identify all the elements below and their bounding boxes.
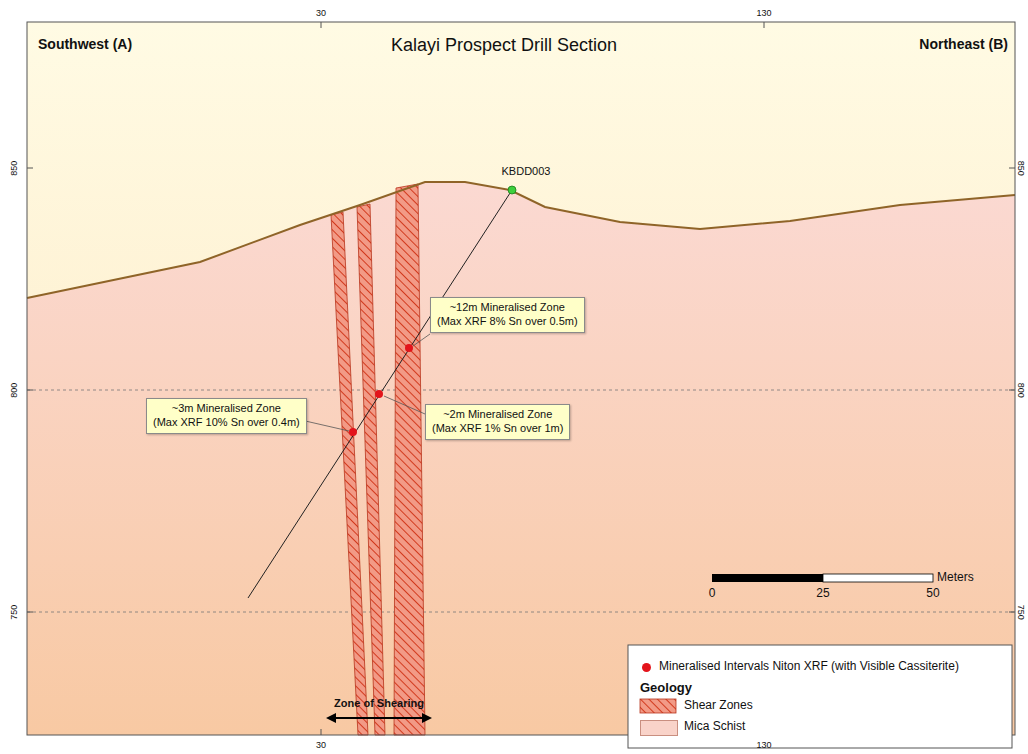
- axis-number: 30: [316, 740, 326, 750]
- callout-box: ~12m Mineralised Zone(Max XRF 8% Sn over…: [430, 297, 585, 333]
- hole-name: KBDD003: [502, 165, 551, 178]
- callout-box: ~3m Mineralised Zone(Max XRF 10% Sn over…: [146, 398, 307, 434]
- mineralised-points: [349, 344, 413, 436]
- axis-number: 130: [756, 740, 771, 750]
- direction-label: Southwest (A): [38, 36, 132, 52]
- callout-text: ~3m Mineralised Zone: [153, 402, 300, 416]
- drill-trace: [248, 190, 512, 598]
- scale-bar: [712, 574, 933, 582]
- legend-text: Shear Zones: [684, 699, 753, 713]
- axis-number: 30: [316, 8, 326, 18]
- scale-number: 50: [926, 587, 939, 601]
- legend-swatch: [640, 720, 678, 736]
- sky: [27, 22, 1015, 735]
- legend-swatch: [642, 663, 651, 672]
- shear-zones: [331, 184, 425, 735]
- legend-heading: Geology: [640, 681, 692, 696]
- grid-line: [27, 390, 1015, 391]
- axis-number: 750: [1016, 604, 1026, 619]
- scale-number: 0: [709, 587, 716, 601]
- scale-unit: Meters: [937, 571, 974, 585]
- ground-surface: [27, 182, 1015, 298]
- axis-number: 800: [10, 382, 20, 397]
- collar-point: [508, 186, 516, 194]
- axis-number: 850: [10, 160, 20, 175]
- callout-text: ~12m Mineralised Zone: [437, 301, 578, 315]
- axis-number: 850: [1016, 160, 1026, 175]
- axis-number: 750: [10, 604, 20, 619]
- diagram-title: Kalayi Prospect Drill Section: [391, 35, 617, 56]
- legend-box: [628, 645, 1012, 748]
- callout-text: (Max XRF 1% Sn over 1m): [432, 422, 563, 436]
- leader-lines: [301, 334, 430, 431]
- scale-number: 25: [816, 587, 829, 601]
- frame: [27, 22, 1015, 735]
- grid-line: [27, 612, 1015, 613]
- legend-hatch-swatch: [640, 699, 676, 713]
- legend-text: Mica Schist: [684, 720, 745, 734]
- axis-number: 130: [756, 8, 771, 18]
- axis-number: 800: [1016, 382, 1026, 397]
- callout-text: ~2m Mineralised Zone: [432, 408, 563, 422]
- callout-box: ~2m Mineralised Zone(Max XRF 1% Sn over …: [425, 404, 570, 440]
- direction-label: Northeast (B): [919, 36, 1008, 52]
- legend-text: Mineralised Intervals Niton XRF (with Vi…: [659, 660, 959, 674]
- callout-text: (Max XRF 10% Sn over 0.4m): [153, 416, 300, 430]
- zone-label: Zone of Shearing: [334, 697, 424, 710]
- callout-text: (Max XRF 8% Sn over 0.5m): [437, 315, 578, 329]
- ticks: [27, 22, 1015, 735]
- shearing-arrow: [326, 713, 432, 723]
